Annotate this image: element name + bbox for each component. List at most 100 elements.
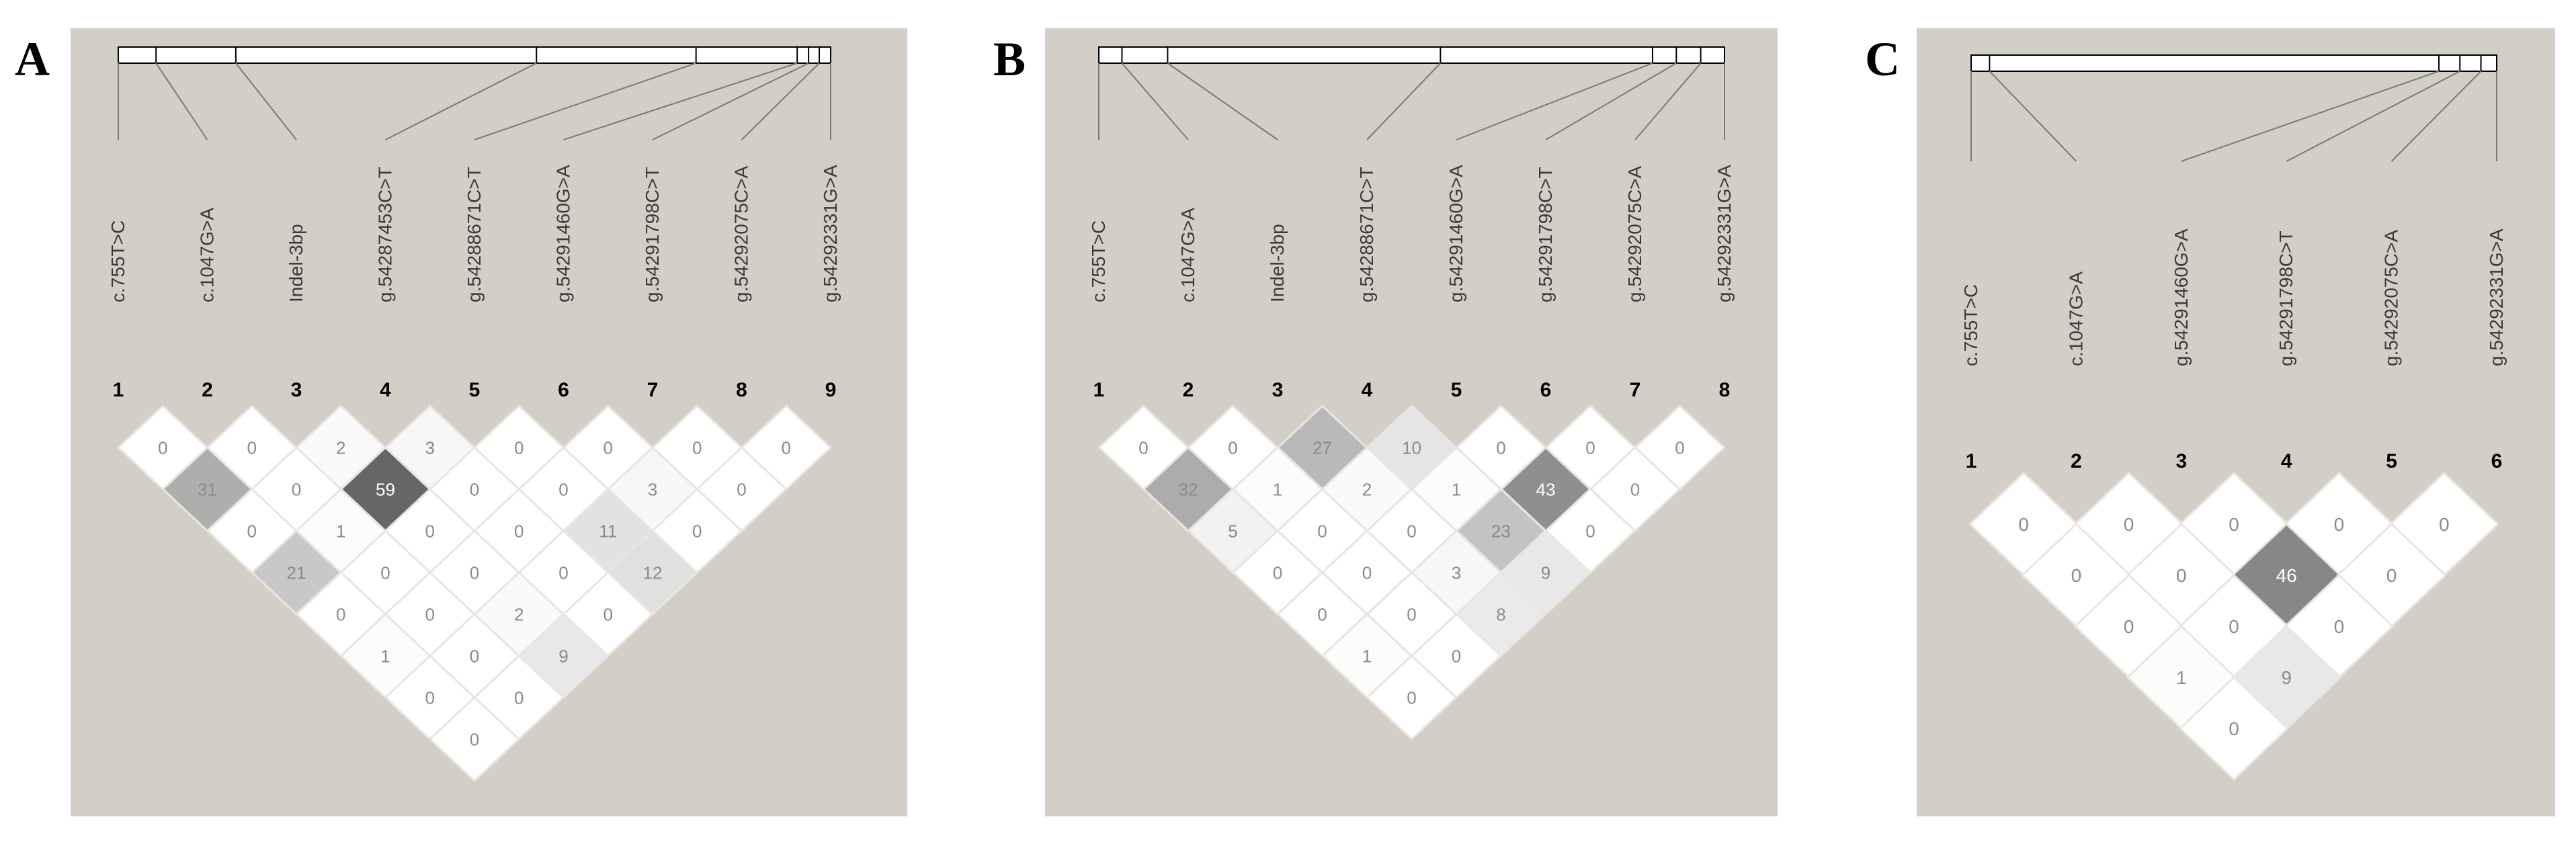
- marker-connector-line: [1989, 71, 2077, 162]
- marker-label: Indel-3bp: [1267, 224, 1288, 302]
- marker-connector-line: [741, 62, 820, 140]
- marker-label: g.54292075C>A: [2381, 229, 2402, 366]
- marker-index: 2: [202, 379, 213, 401]
- marker-label: g.54288671C>T: [1356, 167, 1377, 302]
- marker-index: 1: [113, 379, 124, 401]
- physical-map-bar: [118, 46, 831, 64]
- ld-value-label: 0: [1273, 562, 1282, 583]
- marker-label: Indel-3bp: [286, 224, 306, 302]
- marker-label: g.54291798C>T: [1535, 167, 1556, 302]
- ld-value-label: 0: [514, 687, 524, 708]
- marker-label: g.54291460G>A: [553, 165, 574, 302]
- panel-letter: C: [1865, 32, 1900, 86]
- marker-label: c.755T>C: [1960, 284, 1981, 366]
- ld-value-label: 0: [247, 521, 257, 541]
- marker-index: 6: [1540, 379, 1552, 401]
- ld-value-label: 31: [198, 479, 217, 499]
- ld-value-label: 5: [1228, 521, 1237, 541]
- ld-value-label: 0: [470, 646, 479, 666]
- ld-cell: [2178, 675, 2290, 781]
- ld-value-label: 27: [1313, 437, 1332, 458]
- ld-value-label: 0: [2071, 565, 2082, 586]
- marker-label: g.54287453C>T: [375, 167, 396, 302]
- marker-index: 2: [2071, 450, 2082, 472]
- ld-value-label: 0: [1407, 687, 1416, 708]
- ld-value-label: 2: [1362, 479, 1372, 499]
- marker-index: 5: [1451, 379, 1462, 401]
- ld-value-label: 0: [514, 521, 524, 541]
- marker-index: 3: [291, 379, 302, 401]
- marker-connector-line: [2286, 71, 2460, 162]
- ld-value-label: 0: [604, 604, 613, 624]
- marker-label: c.1047G>A: [197, 208, 218, 302]
- marker-index: 9: [825, 379, 837, 401]
- ld-value-label: 0: [158, 437, 167, 458]
- ld-value-label: 12: [643, 562, 663, 583]
- ld-value-label: 0: [2124, 616, 2134, 637]
- ld-value-label: 0: [425, 687, 435, 708]
- marker-label: g.54292331G>A: [1714, 165, 1735, 302]
- marker-index: 6: [558, 379, 569, 401]
- ld-value-label: 3: [425, 437, 435, 458]
- ld-value-label: 0: [558, 562, 568, 583]
- ld-value-label: 3: [648, 479, 657, 499]
- ld-value-label: 0: [737, 479, 746, 499]
- marker-index: 5: [2386, 450, 2397, 472]
- ld-value-label: 10: [1402, 437, 1421, 458]
- marker-index: 7: [647, 379, 659, 401]
- marker-index: 4: [2281, 450, 2292, 472]
- ld-value-label: 0: [2229, 514, 2239, 535]
- panel-letter: A: [15, 32, 50, 86]
- marker-connector-line: [1121, 62, 1189, 140]
- marker-label: g.54291460G>A: [2171, 228, 2192, 366]
- ld-value-label: 0: [1675, 437, 1684, 458]
- ld-value-label: 9: [558, 646, 568, 666]
- marker-index: 7: [1630, 379, 1641, 401]
- ld-value-label: 0: [1362, 562, 1372, 583]
- ld-value-label: 1: [380, 646, 390, 666]
- marker-index: 5: [469, 379, 481, 401]
- ld-value-label: 0: [1138, 437, 1148, 458]
- marker-connector-line: [2181, 71, 2440, 162]
- ld-value-label: 21: [287, 562, 306, 583]
- physical-map-bar: [1098, 46, 1725, 64]
- ld-value-label: 1: [1452, 479, 1461, 499]
- ld-value-label: 2: [336, 437, 345, 458]
- marker-label: g.54292331G>A: [2486, 228, 2507, 366]
- marker-connector-line: [1634, 62, 1702, 140]
- ld-value-label: 23: [1491, 521, 1511, 541]
- physical-map-bar: [1970, 54, 2497, 72]
- ld-value-label: 0: [2334, 616, 2345, 637]
- ld-value-label: 9: [1541, 562, 1550, 583]
- ld-value-label: 3: [1452, 562, 1461, 583]
- ld-value-label: 0: [782, 437, 791, 458]
- ld-value-label: 9: [2281, 667, 2292, 688]
- marker-index: 6: [2491, 450, 2503, 472]
- marker-connector-line: [1545, 62, 1677, 140]
- ld-value-label: 0: [558, 479, 568, 499]
- ld-value-label: 0: [425, 521, 435, 541]
- ld-value-label: 0: [692, 521, 702, 541]
- marker-label: g.54291460G>A: [1446, 165, 1466, 302]
- marker-connector-line: [385, 62, 537, 140]
- ld-value-label: 0: [2229, 718, 2239, 739]
- ld-value-label: 2: [514, 604, 524, 624]
- marker-label: g.54291798C>T: [2276, 230, 2296, 366]
- marker-connector-line: [652, 62, 809, 140]
- marker-connector-line: [1167, 62, 1278, 140]
- marker-index: 2: [1183, 379, 1194, 401]
- ld-value-label: 1: [1273, 479, 1282, 499]
- marker-index: 4: [380, 379, 391, 401]
- panel-c: Cc.755T>C1c.1047G>A2g.54291460G>A3g.5429…: [1865, 28, 2555, 816]
- ld-cell: [1366, 654, 1458, 741]
- ld-value-label: 0: [1496, 437, 1505, 458]
- ld-value-label: 0: [1407, 521, 1416, 541]
- panel-b: Bc.755T>C1c.1047G>A2Indel-3bp3g.54288671…: [993, 28, 1778, 816]
- panel-letter: B: [993, 32, 1026, 86]
- marker-label: c.1047G>A: [2065, 271, 2086, 366]
- ld-value-label: 11: [599, 521, 617, 541]
- marker-index: 4: [1362, 379, 1373, 401]
- marker-connector-line: [2391, 71, 2482, 162]
- marker-label: g.54291798C>T: [642, 167, 663, 302]
